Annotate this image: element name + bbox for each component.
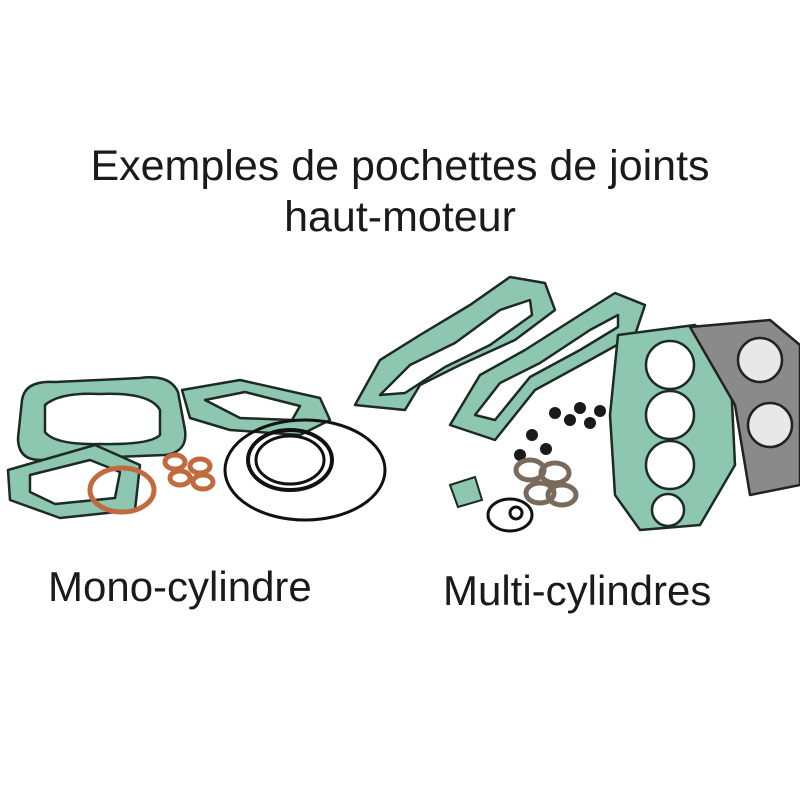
metal-rings (513, 457, 579, 508)
multi-cylinder-caption: Multi-cylindres (443, 567, 712, 614)
cylinder-base-gasket (16, 376, 187, 462)
page-title-line-1: Exemples de pochettes de joints (90, 142, 710, 190)
copper-sealing-ring (87, 465, 157, 515)
multi-cylinder-gasket-kit-image (353, 275, 800, 533)
exhaust-flange-gasket (6, 443, 142, 520)
o-rings (223, 418, 387, 522)
small-gaskets (448, 475, 534, 533)
mono-cylinder-caption: Mono-cylindre (48, 563, 312, 610)
valve-cover-gasket-2 (448, 291, 647, 442)
cylinder-head-gasket (180, 378, 332, 437)
page-title-line-2: haut-moteur (284, 193, 516, 241)
mono-cylinder-gasket-kit-image (6, 376, 387, 522)
head-gasket-metal (688, 318, 800, 497)
copper-washers (162, 452, 216, 492)
valve-cover-gasket-1 (353, 275, 557, 412)
head-gasket-teal (608, 323, 737, 532)
valve-stem-seals (514, 402, 606, 461)
